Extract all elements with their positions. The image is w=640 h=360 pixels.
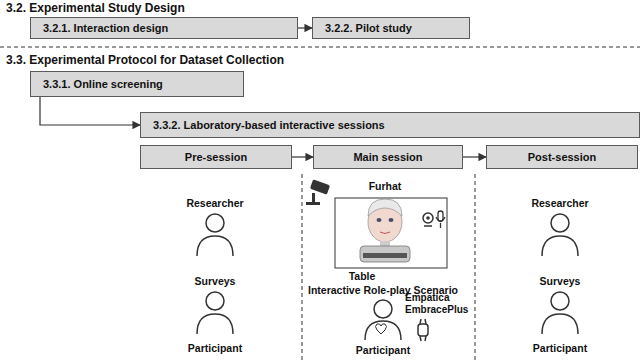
process-box: Main session	[313, 145, 463, 169]
process-box: 3.3.2. Laboratory-based interactive sess…	[140, 112, 640, 138]
flow-arrow	[463, 156, 486, 157]
process-box: 3.2.2. Pilot study	[312, 17, 470, 39]
camera-icon	[306, 179, 330, 205]
phase-divider	[475, 174, 476, 360]
box-label: Main session	[353, 151, 422, 163]
robot-figure	[360, 199, 410, 262]
box-label: 3.2.2. Pilot study	[325, 22, 412, 34]
section-divider	[0, 47, 640, 48]
person-icon	[197, 214, 233, 256]
figure-label: Participant	[188, 342, 242, 354]
figure-label: Researcher	[531, 197, 588, 209]
box-label: 3.3.2. Laboratory-based interactive sess…	[153, 119, 385, 131]
heart-icon	[376, 324, 387, 334]
person-icon	[542, 214, 578, 256]
figure-label: Surveys	[540, 275, 581, 287]
process-box: 3.2.1. Interaction design	[30, 17, 298, 39]
table-frame	[335, 198, 447, 268]
section-heading: 3.3. Experimental Protocol for Dataset C…	[6, 53, 284, 67]
webcam-icon	[423, 213, 433, 226]
person-icon	[542, 292, 578, 334]
flow-arrow	[40, 97, 140, 125]
figure-label: Researcher	[186, 197, 243, 209]
figure-label: Participant	[356, 344, 410, 356]
process-box: Pre-session	[140, 145, 292, 169]
section-heading: 3.2. Experimental Study Design	[6, 1, 185, 15]
wristband-icon	[418, 319, 428, 341]
box-label: Pre-session	[185, 151, 247, 163]
microphone-icon	[436, 211, 445, 228]
figure-label: Furhat	[369, 180, 402, 192]
figure-label: Table	[349, 270, 376, 282]
flow-arrow	[298, 27, 312, 28]
box-label: 3.2.1. Interaction design	[43, 22, 168, 34]
process-box: 3.3.1. Online screening	[30, 71, 244, 97]
figure-label: Participant	[533, 342, 587, 354]
person-icon	[365, 300, 401, 340]
flow-arrow	[292, 156, 313, 157]
box-label: Post-session	[528, 151, 596, 163]
process-box: Post-session	[486, 145, 638, 169]
figure-label: Surveys	[195, 275, 236, 287]
phase-divider	[302, 174, 303, 360]
person-icon	[197, 292, 233, 334]
box-label: 3.3.1. Online screening	[43, 78, 163, 90]
figure-label: Empatica EmbracePlus	[405, 292, 471, 315]
